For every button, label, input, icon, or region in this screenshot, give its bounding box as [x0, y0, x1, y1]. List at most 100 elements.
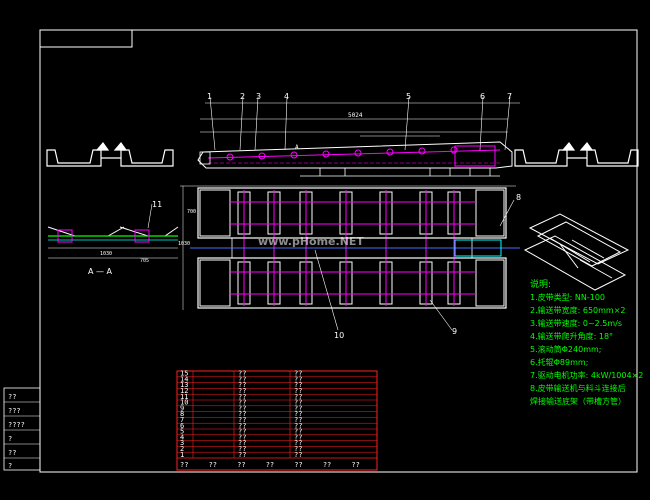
- parts-table-cell: ??: [294, 433, 302, 441]
- part-label: 5: [406, 92, 411, 101]
- note-line: 3.输送带速度: 0~2.5m/s: [530, 318, 622, 328]
- parts-table-cell: ??: [238, 433, 246, 441]
- part-label: 10: [334, 331, 344, 340]
- note-line: 6.托辊Φ89mm;: [530, 357, 588, 367]
- parts-table-cell: ??: [294, 387, 302, 395]
- parts-table-cell: ??: [294, 451, 302, 459]
- left-strip-cell: ??: [8, 393, 16, 401]
- parts-list-table: 15????14????13????12????11????10????9???…: [176, 370, 378, 471]
- parts-table-cell: ??: [294, 404, 302, 412]
- parts-table-cell: 14: [180, 375, 188, 383]
- parts-table-cell: ??: [294, 370, 302, 378]
- belt-lines: [230, 190, 476, 306]
- parts-table-cell: 5: [180, 428, 184, 436]
- parts-table-cell: 11: [180, 393, 188, 401]
- part-label: 2: [240, 92, 245, 101]
- left-strip-cell: ????: [8, 421, 25, 429]
- part-label: 1: [207, 92, 212, 101]
- left-strip-cell: ?: [8, 462, 12, 470]
- technical-notes: 说明: 1.皮带类型: NN-100 2.输送带宽度: 650mm×2 3.输送…: [530, 278, 643, 406]
- parts-table-cell: ??: [294, 410, 302, 418]
- parts-table-cell: 7: [180, 416, 184, 424]
- roller-row: [226, 146, 458, 161]
- parts-table-cell: ??: [294, 375, 302, 383]
- left-strip-cell: ???: [8, 407, 21, 415]
- left-strip-cell: ?: [8, 435, 12, 443]
- note-line: 1.皮带类型: NN-100: [530, 292, 605, 302]
- parts-table-cell: ??: [238, 416, 246, 424]
- parts-table-cell: 3: [180, 439, 184, 447]
- parts-table-cell: ??: [238, 375, 246, 383]
- parts-table-cell: 15: [180, 370, 188, 378]
- parts-table-cell: ??: [294, 445, 302, 453]
- idler-section-top-right: [514, 142, 639, 167]
- parts-table-cell: 12: [180, 387, 188, 395]
- plan-width-dim: 1030: [178, 241, 190, 247]
- section-title: A — A: [88, 267, 113, 276]
- section-a-a-view: 1030 705 A — A 11: [47, 200, 179, 276]
- title-block-cell: ??: [180, 461, 188, 469]
- title-block-cell: ??: [323, 461, 331, 469]
- section-dim-half: 705: [140, 258, 149, 264]
- part-label: 3: [256, 92, 261, 101]
- left-strip: ?? ??? ???? ? ?? ?: [3, 387, 41, 471]
- part-label: 9: [452, 327, 457, 336]
- parts-table-cell: ??: [238, 404, 246, 412]
- parts-table-cell: 10: [180, 399, 188, 407]
- motor-unit: [454, 239, 502, 257]
- part-label: 7: [507, 92, 512, 101]
- parts-table-cell: ??: [238, 439, 246, 447]
- notes-title: 说明:: [530, 278, 551, 290]
- part-leaders: [205, 96, 520, 151]
- part-label: 11: [152, 200, 162, 209]
- parts-table-cell: ??: [294, 428, 302, 436]
- parts-table-cell: ??: [238, 381, 246, 389]
- parts-table-cell: ??: [238, 410, 246, 418]
- parts-table-cell: ??: [294, 381, 302, 389]
- frame-corner-tab: [39, 29, 133, 48]
- title-block-cell: ??: [237, 461, 245, 469]
- section-dim-width: 1030: [100, 251, 112, 257]
- support-legs: [300, 168, 500, 177]
- idler-section-top-left: [46, 142, 174, 167]
- parts-table-cell: ??: [238, 451, 246, 459]
- title-block-cell: ??: [266, 461, 274, 469]
- drawing-frame: [39, 29, 638, 473]
- plan-height-dim: 700: [187, 209, 196, 215]
- note-line: 焊接输送底架（带槽方管）: [530, 396, 626, 406]
- overall-length-dim: 5024: [348, 112, 363, 119]
- parts-table-cell: 1: [180, 451, 184, 459]
- parts-table-cell: ??: [294, 393, 302, 401]
- parts-table-cell: ??: [238, 393, 246, 401]
- parts-table-cell: ??: [238, 399, 246, 407]
- parts-table-cell: 9: [180, 404, 184, 412]
- drive-unit: [454, 145, 496, 167]
- title-block-cell: ??: [294, 461, 302, 469]
- section-mark-a: A: [295, 144, 299, 151]
- left-strip-cell: ??: [8, 449, 16, 457]
- parts-table-cell: ??: [238, 445, 246, 453]
- side-elevation-view: 5024 1 2 3 4 5 6 7: [197, 92, 520, 177]
- parts-table-cell: ??: [238, 370, 246, 378]
- parts-table-cell: ??: [294, 439, 302, 447]
- part-label: 4: [284, 92, 289, 101]
- parts-table-cell: 4: [180, 433, 184, 441]
- note-line: 5.滚动筒Φ240mm;: [530, 344, 601, 354]
- title-block-cell: ??: [209, 461, 217, 469]
- parts-table-cell: 2: [180, 445, 184, 453]
- note-line: 7.驱动电机功率: 4kW/1004×2: [530, 370, 643, 380]
- parts-table-cell: 13: [180, 381, 188, 389]
- plan-view: 700 1030: [178, 185, 521, 340]
- note-line: 4.输送带爬升角度: 18°: [530, 331, 613, 341]
- watermark: www.pHome.NET: [258, 235, 364, 248]
- parts-table-cell: ??: [294, 416, 302, 424]
- conveyor-side-body: [197, 141, 513, 169]
- note-line: 8.皮带输送机与料斗连接后: [530, 383, 626, 393]
- parts-table-cell: 6: [180, 422, 184, 430]
- parts-table-cell: ??: [294, 399, 302, 407]
- note-line: 2.输送带宽度: 650mm×2: [530, 305, 626, 315]
- parts-table-cell: ??: [238, 387, 246, 395]
- part-label: 8: [516, 193, 521, 202]
- parts-table-cell: ??: [294, 422, 302, 430]
